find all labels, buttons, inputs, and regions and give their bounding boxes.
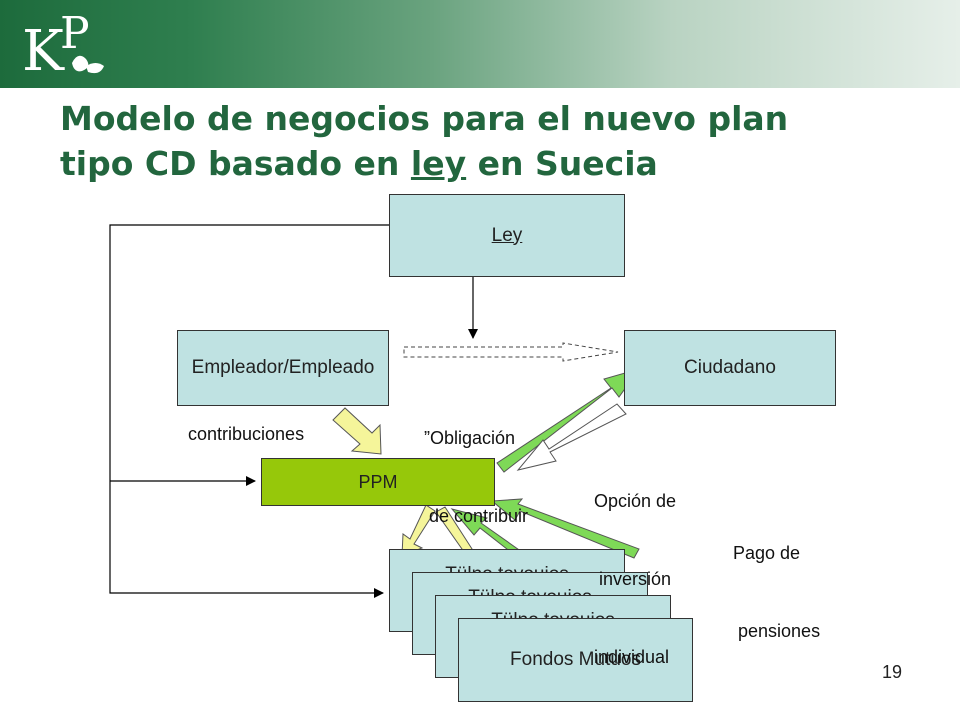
label-pago: Pago de pensiones — [733, 488, 820, 670]
label-opcion-line3: individual — [594, 647, 670, 667]
opcion-arrow — [516, 403, 627, 471]
label-obligacion-line2: de contribuir — [424, 506, 529, 526]
label-pago-line2: pensiones — [733, 621, 821, 641]
slide-title: Modelo de negocios para el nuevo plan ti… — [60, 96, 920, 186]
svg-text:K: K — [22, 19, 65, 80]
label-pago-line1: Pago de — [733, 543, 801, 563]
node-ciudadano-label: Ciudadano — [684, 357, 776, 378]
page-number: 19 — [882, 662, 903, 682]
label-obligacion-line1: ”Obligación — [424, 428, 516, 448]
title-ley-underlined: ley — [410, 144, 467, 183]
node-ppm: PPM — [261, 458, 495, 506]
node-ciudadano: Ciudadano — [624, 330, 836, 406]
label-opcion-line1: Opción de — [594, 491, 677, 511]
title-line2-start: tipo CD basado en — [60, 144, 411, 183]
kpa-logo: K P — [22, 8, 104, 80]
node-ley-label: Ley — [491, 224, 523, 246]
title-line2-end: en Suecia — [466, 144, 658, 183]
header-band — [0, 0, 960, 88]
label-contribuciones: contribuciones — [188, 424, 305, 444]
node-fondos-mutuos-label: Fondos Mutuos — [510, 649, 641, 670]
node-fondos-mutuos: Fondos Mutuos — [458, 618, 693, 702]
label-opcion-line2: inversión — [594, 569, 672, 589]
label-opcion: Opción de inversión individual — [594, 436, 676, 696]
ley-left-connector — [109, 224, 389, 598]
node-ppm-label: PPM — [358, 471, 398, 492]
label-obligacion: ”Obligación de contribuir — [424, 373, 528, 555]
title-line1: Modelo de negocios para el nuevo plan — [60, 99, 789, 138]
node-empleador: Empleador/Empleado — [177, 330, 389, 406]
node-empleador-label: Empleador/Empleado — [191, 357, 375, 378]
node-ley: Ley — [389, 194, 625, 277]
contribuciones-arrow — [332, 407, 382, 455]
svg-text:P: P — [60, 8, 90, 59]
obligacion-dashed-arrow — [403, 342, 619, 362]
